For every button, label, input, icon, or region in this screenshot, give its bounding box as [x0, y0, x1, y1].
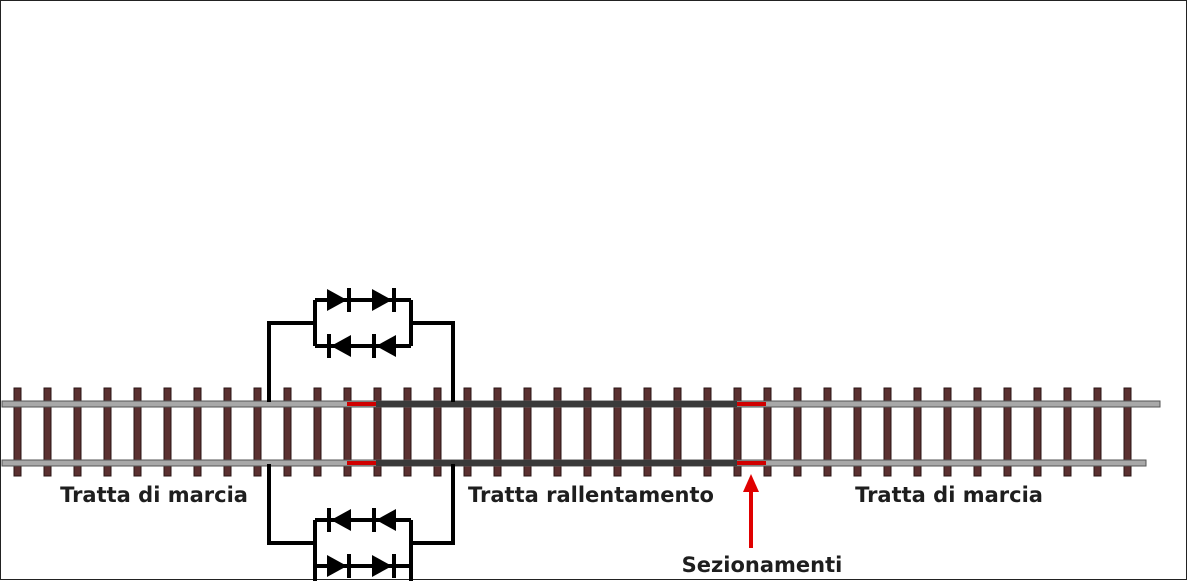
sleeper — [43, 387, 52, 477]
rails — [1, 400, 1161, 467]
sleeper — [703, 387, 712, 477]
sleeper — [763, 387, 772, 477]
label-gaps: Sezionamenti — [682, 553, 843, 577]
sleeper — [493, 387, 502, 477]
sleeper — [223, 387, 232, 477]
sleeper — [343, 387, 352, 477]
sleeper — [733, 387, 742, 477]
sleeper — [1033, 387, 1042, 477]
sleeper — [523, 387, 532, 477]
sleeper — [793, 387, 802, 477]
sleeper — [1123, 387, 1132, 477]
sleeper — [823, 387, 832, 477]
sleeper — [883, 387, 892, 477]
gap-markers — [347, 402, 766, 465]
sleeper — [103, 387, 112, 477]
sleeper — [73, 387, 82, 477]
sleeper — [913, 387, 922, 477]
sleeper — [253, 387, 262, 477]
sleeper — [973, 387, 982, 477]
sleeper — [1063, 387, 1072, 477]
sleeper — [853, 387, 862, 477]
sleeper — [133, 387, 142, 477]
sleeper — [1093, 387, 1102, 477]
sleeper — [403, 387, 412, 477]
label-left-section: Tratta di marcia — [60, 483, 248, 507]
sleeper — [553, 387, 562, 477]
sleeper — [163, 387, 172, 477]
arrow-up-icon — [743, 474, 759, 548]
sleeper — [463, 387, 472, 477]
label-right-section: Tratta di marcia — [855, 483, 1043, 507]
sleeper — [373, 387, 382, 477]
sleeper — [643, 387, 652, 477]
sleepers — [13, 387, 1132, 477]
sleeper — [433, 387, 442, 477]
sleeper — [283, 387, 292, 477]
bottom-rail-slow-section — [376, 460, 737, 466]
sleeper — [193, 387, 202, 477]
sleeper — [673, 387, 682, 477]
sleeper — [943, 387, 952, 477]
sleeper — [583, 387, 592, 477]
sleeper — [613, 387, 622, 477]
label-slow-section: Tratta rallentamento — [468, 483, 714, 507]
sleeper — [1003, 387, 1012, 477]
top-rail-slow-section — [376, 401, 737, 407]
sleeper — [313, 387, 322, 477]
sleeper — [13, 387, 22, 477]
